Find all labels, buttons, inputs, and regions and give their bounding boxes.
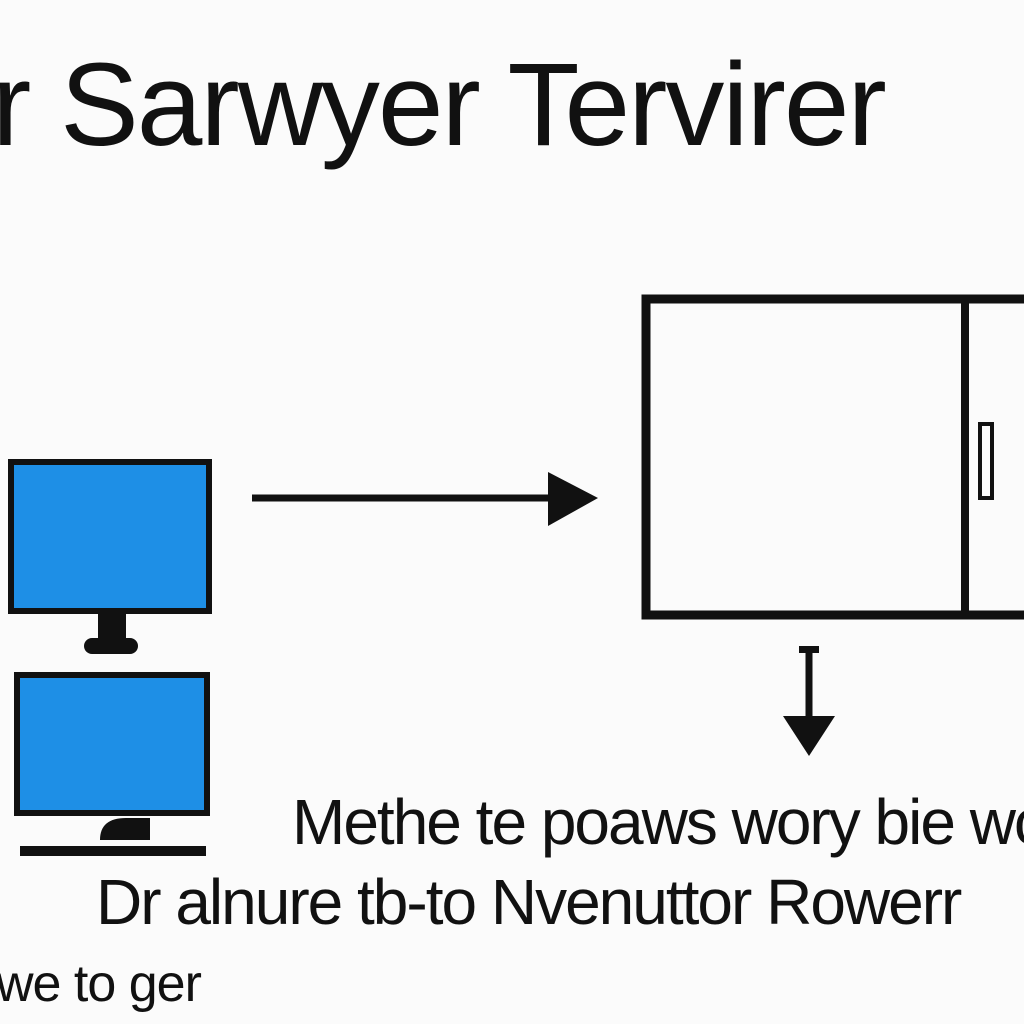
caption-line-1: Methe te poaws wory bie wct [292,786,1024,858]
monitor-neck-top [98,613,126,641]
monitor-screen-bottom [14,672,210,816]
monitor-neck-bottom [100,818,150,840]
server-cabinet-handle [978,422,994,500]
computer-monitor-icon-bottom [14,672,210,856]
arrow-right-head [548,472,598,526]
server-cabinet-icon [641,294,1024,620]
monitor-base-top [84,638,138,654]
arrow-down-head [783,716,835,756]
arrow-right-icon [252,472,598,526]
monitor-screen-top [8,459,212,614]
caption-line-3: we to ger [0,955,202,1013]
diagram-title: r Sarwyer Tervirer [0,39,887,171]
caption-line-2: Dr alnure tb-to Nvenuttor Rowerr [96,866,962,938]
computer-monitor-icon-top [8,459,212,654]
monitor-base-bottom [20,846,206,856]
arrow-down-icon [783,646,835,756]
arrow-down-tick [799,646,819,653]
